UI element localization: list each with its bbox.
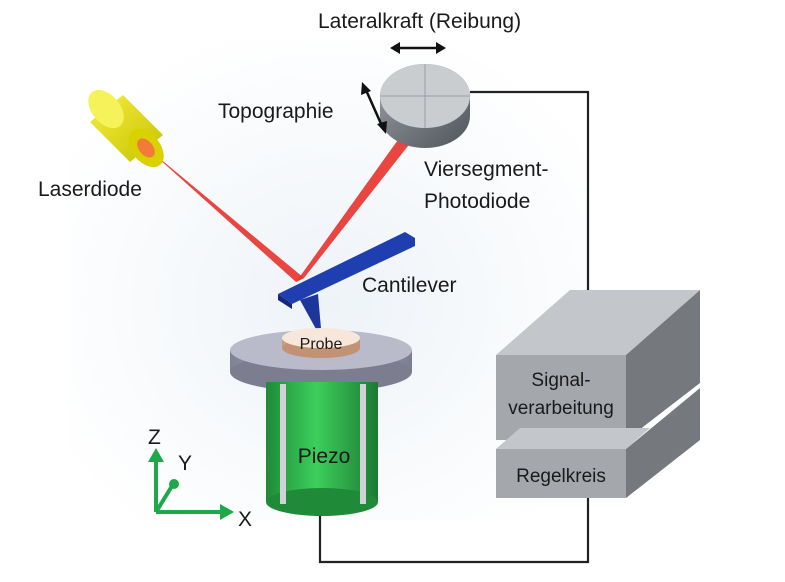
signal-wire-top [470, 90, 590, 345]
lateral-arrow-icon [390, 42, 446, 54]
axis-z-label: Z [148, 426, 161, 449]
photodiode-label-line2: Photodiode [424, 190, 530, 213]
axis-y-label: Y [178, 452, 192, 475]
axis-x-label: X [238, 508, 252, 531]
coordinate-axes [148, 448, 234, 520]
signal-wire-bottom [318, 498, 590, 564]
photodiode-label-line1: Viersegment- [424, 158, 549, 181]
signal-processing-label-line1: Signal- [531, 370, 590, 391]
piezo-label: Piezo [298, 445, 351, 468]
laser-beam-reflected [296, 112, 430, 282]
photodiode [380, 64, 470, 148]
control-loop-box [496, 388, 700, 498]
topography-arrow-icon [361, 82, 387, 134]
laser-beam-incident [138, 140, 304, 282]
cantilever-label: Cantilever [362, 274, 457, 297]
laser-diode-label: Laserdiode [38, 178, 142, 201]
sample-label: Probe [300, 336, 343, 353]
control-loop-label: Regelkreis [516, 466, 606, 487]
signal-processing-box [496, 290, 700, 440]
lateral-force-label: Lateralkraft (Reibung) [318, 10, 521, 33]
piezo-cylinder [266, 382, 378, 516]
signal-processing-label-line2: verarbeitung [508, 398, 614, 419]
laser-diode [88, 89, 164, 168]
topography-label: Topographie [218, 100, 334, 123]
